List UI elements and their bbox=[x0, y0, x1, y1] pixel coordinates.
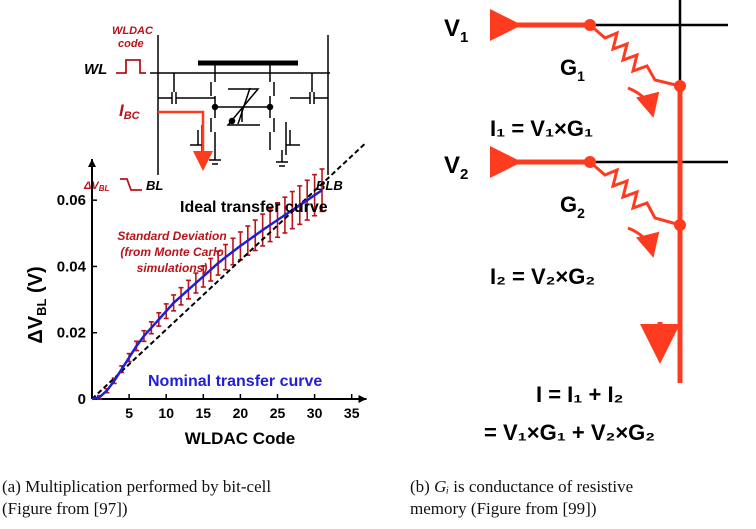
g1-resistor-icon bbox=[589, 23, 681, 88]
sum-equation-1: I = I₁ + I₂ bbox=[536, 382, 623, 407]
x-tick-label: 20 bbox=[233, 405, 249, 421]
sum-equation-2: = V₁×G₁ + V₂×G₂ bbox=[484, 420, 655, 445]
ibc-label: IBC bbox=[119, 101, 141, 122]
i2-equation: I₂ = V₂×G₂ bbox=[490, 264, 595, 289]
std-label-3: simulations) bbox=[137, 261, 208, 275]
ibc-current-path bbox=[158, 110, 213, 171]
caption-a-line2: (Figure from [97]) bbox=[2, 499, 128, 518]
i1-arrow-icon bbox=[627, 86, 660, 118]
transfer-curve-chart: 5 10 15 20 25 30 35 0 0.02 0.04 0.06 Ideal transfe… bbox=[25, 141, 368, 448]
g2-label: G2 bbox=[560, 192, 585, 221]
caption-a-line1: (a) Multiplication performed by bit-cell bbox=[2, 477, 272, 496]
nominal-transfer-line bbox=[91, 189, 323, 401]
x-tick-label: 15 bbox=[196, 405, 212, 421]
y-tick-label: 0.02 bbox=[57, 325, 86, 342]
bl-label: BL bbox=[146, 178, 163, 193]
chart-axes bbox=[88, 159, 367, 403]
i1-equation: I₁ = V₁×G₁ bbox=[490, 116, 593, 141]
i2-arrow-icon bbox=[627, 226, 660, 258]
x-tick-label: 35 bbox=[344, 405, 360, 421]
y-axis-arrow-icon bbox=[88, 159, 96, 168]
wl-label: WL bbox=[84, 61, 107, 78]
v1-label: V1 bbox=[444, 15, 468, 46]
caption-b-line2: memory (Figure from [99]) bbox=[410, 499, 597, 518]
crossbar-diagram: V1 G1 I₁ = V₁×G₁ V2 G2 I₂ = V₂×G₂ I = I₁… bbox=[444, 0, 728, 445]
x-tick-label: 25 bbox=[270, 405, 286, 421]
std-label-2: (from Monte Carlo bbox=[120, 245, 223, 259]
x-tick-label: 10 bbox=[158, 405, 174, 421]
ideal-transfer-line bbox=[91, 141, 368, 400]
x-tick-label: 5 bbox=[125, 405, 133, 421]
y-tick-label: 0.04 bbox=[57, 258, 87, 275]
x-axis-label: WLDAC Code bbox=[185, 429, 295, 448]
y-tick-label: 0 bbox=[78, 391, 86, 408]
bitcell-circuit bbox=[150, 35, 330, 175]
chart-ticks: 5 10 15 20 25 30 35 0 0.02 0.04 0.06 bbox=[57, 192, 360, 421]
ideal-curve-label: Ideal transfer curve bbox=[180, 199, 328, 216]
std-label-1: Standard Deviation bbox=[117, 229, 226, 243]
wldac-label: WLDAC bbox=[112, 25, 154, 37]
caption-b-line1: (b) Gᵢ is conductance of resistive bbox=[410, 477, 634, 496]
dvbl-pulse-icon bbox=[120, 178, 142, 191]
x-axis-arrow-icon bbox=[358, 395, 367, 403]
nominal-curve-label: Nominal transfer curve bbox=[148, 373, 322, 390]
y-axis-label: ΔVBL (V) bbox=[25, 266, 49, 343]
g2-resistor-icon bbox=[589, 160, 681, 227]
x-tick-label: 30 bbox=[307, 405, 323, 421]
v2-label: V2 bbox=[444, 152, 468, 183]
col-node-1 bbox=[674, 80, 686, 92]
dvbl-label: ΔVBL bbox=[83, 180, 110, 193]
wldac-code-label: code bbox=[118, 38, 144, 50]
std-errorbars bbox=[96, 168, 325, 400]
caption-a: (a) Multiplication performed by bit-cell… bbox=[2, 476, 271, 520]
g1-label: G1 bbox=[560, 55, 585, 84]
caption-b: (b) Gᵢ is conductance of resistive memor… bbox=[410, 476, 633, 520]
y-tick-label: 0.06 bbox=[57, 192, 86, 209]
col-node-2 bbox=[674, 219, 686, 231]
wl-pulse-icon bbox=[116, 59, 146, 74]
